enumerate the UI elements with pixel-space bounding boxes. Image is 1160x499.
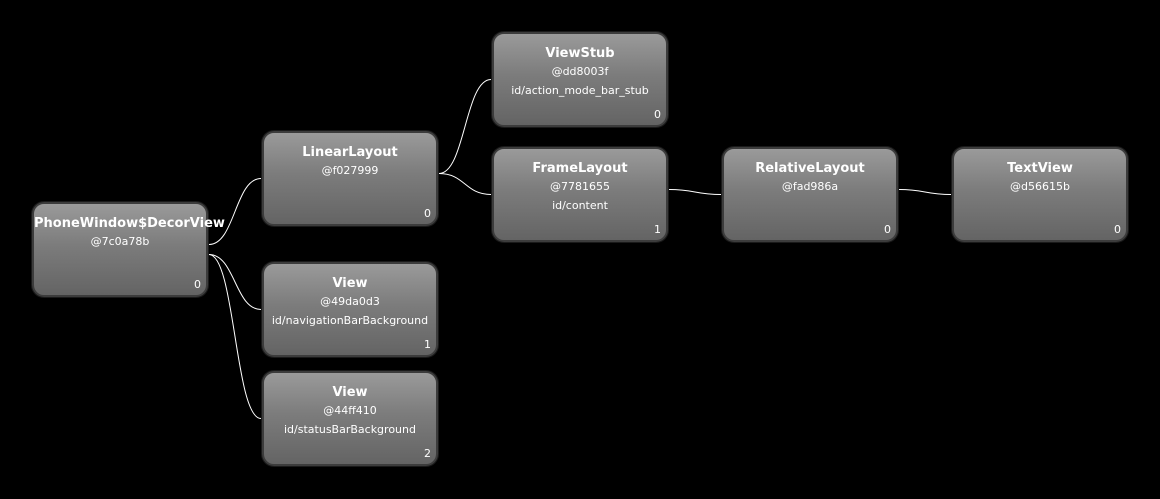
node-hash: @49da0d3 <box>320 295 380 308</box>
node-view-status-bar-background[interactable]: View @44ff410 id/statusBarBackground 2 <box>262 371 438 466</box>
node-hash: @fad986a <box>781 180 839 193</box>
node-class-name: LinearLayout <box>302 145 398 160</box>
node-textview[interactable]: TextView @d56615b 0 <box>952 147 1128 242</box>
node-index: 0 <box>1114 223 1121 236</box>
edge-frame-relative <box>668 189 722 195</box>
node-framelayout[interactable]: FrameLayout @7781655 id/content 1 <box>492 147 668 242</box>
edge-decor-linear <box>208 178 262 245</box>
edge-decor-navbg <box>208 254 262 310</box>
node-hash: @dd8003f <box>551 65 609 78</box>
node-hash: @7c0a78b <box>90 235 150 248</box>
node-class-name: FrameLayout <box>532 161 628 176</box>
node-hash: @7781655 <box>550 180 610 193</box>
node-class-name: PhoneWindow$DecorView <box>34 216 225 231</box>
node-phonewindow-decorview[interactable]: PhoneWindow$DecorView @7c0a78b 0 <box>32 202 225 297</box>
node-index: 0 <box>194 278 201 291</box>
edge-linear-stub <box>438 79 492 174</box>
node-view-navigation-bar-background[interactable]: View @49da0d3 id/navigationBarBackground… <box>262 262 438 357</box>
node-view-id: id/statusBarBackground <box>284 423 416 436</box>
node-index: 2 <box>424 447 431 460</box>
node-index: 1 <box>424 338 431 351</box>
node-hash: @d56615b <box>1010 180 1070 193</box>
edge-relative-text <box>898 189 952 195</box>
node-linearlayout[interactable]: LinearLayout @f027999 0 <box>262 131 438 226</box>
node-class-name: View <box>332 276 368 291</box>
node-index: 1 <box>654 223 661 236</box>
node-hash: @44ff410 <box>323 404 377 417</box>
node-hash: @f027999 <box>321 164 379 177</box>
edge-decor-statusbg <box>208 254 262 419</box>
node-class-name: ViewStub <box>545 46 615 61</box>
node-index: 0 <box>884 223 891 236</box>
node-index: 0 <box>424 207 431 220</box>
node-class-name: View <box>332 385 368 400</box>
node-view-id: id/action_mode_bar_stub <box>511 84 649 97</box>
node-class-name: TextView <box>1007 161 1073 176</box>
edge-linear-frame <box>438 173 492 195</box>
node-index: 0 <box>654 108 661 121</box>
node-view-id: id/content <box>552 199 608 212</box>
node-view-id: id/navigationBarBackground <box>271 314 429 327</box>
node-class-name: RelativeLayout <box>755 161 865 176</box>
node-viewstub[interactable]: ViewStub @dd8003f id/action_mode_bar_stu… <box>492 32 668 127</box>
node-relativelayout[interactable]: RelativeLayout @fad986a 0 <box>722 147 898 242</box>
